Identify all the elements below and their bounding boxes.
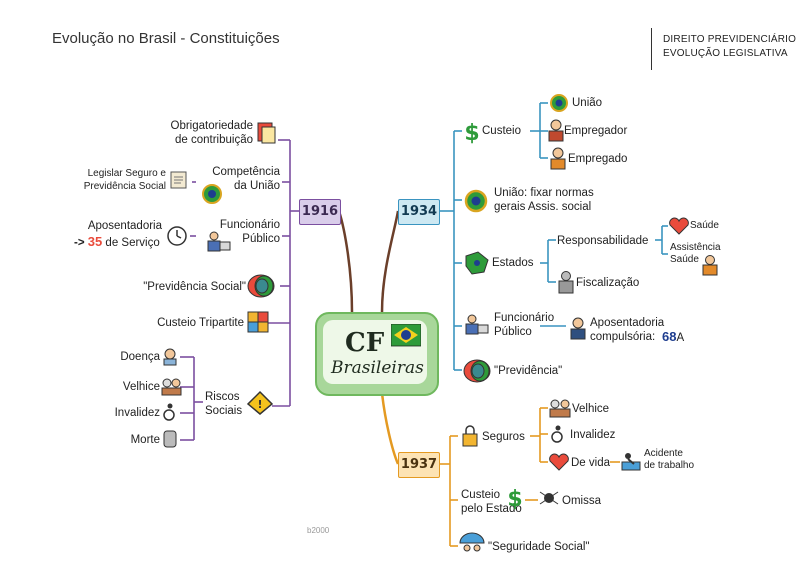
doctor-icon	[702, 255, 718, 276]
document-icon	[257, 122, 276, 144]
assistencia-saude-label: Assistência Saúde	[670, 242, 721, 265]
seguro-invalidez: Invalidez	[570, 429, 616, 441]
year-1934-node: 1934	[398, 199, 440, 225]
scroll-icon	[170, 171, 187, 189]
saude-label: Saúde	[690, 220, 719, 231]
custeio-empregador: Empregador	[564, 125, 628, 137]
uniao-fixar-normas: União: fixar normas gerais Assis. social	[494, 187, 594, 213]
dollar-icon: $	[507, 487, 522, 510]
brain-icon	[463, 359, 491, 383]
acidente-trabalho: Acidente de trabalho	[644, 448, 695, 471]
page-title: Evolução no Brasil - Constituições	[52, 30, 280, 47]
brain-icon	[247, 274, 275, 298]
risco-morte: Morte	[130, 434, 160, 446]
accident-icon	[621, 453, 641, 471]
puzzle-icon	[247, 311, 269, 333]
brasao-icon	[550, 94, 568, 112]
funcionario-publico-label: Funcionário Público	[219, 219, 280, 245]
brazil-map-icon	[465, 251, 489, 275]
umbrella-family-icon	[459, 532, 485, 552]
elderly-couple-icon	[161, 378, 182, 396]
aposentadoria-label-l2: de Serviço	[105, 237, 160, 249]
previdencia-social-label: "Previdência Social"	[143, 281, 246, 293]
custeio-tripartite-label: Custeio Tripartite	[157, 317, 244, 329]
seguro-velhice: Velhice	[572, 403, 610, 415]
aposentadoria-line2: -> 35 de Serviço	[74, 235, 160, 250]
seguros-label: Seguros	[482, 431, 525, 443]
responsabilidade-label: Responsabilidade	[557, 235, 649, 247]
brazil-flag-icon	[391, 324, 421, 347]
seguro-de-vida: De vida	[571, 457, 610, 469]
aposentadoria-label-l1: Aposentadoria	[87, 220, 162, 232]
warning-sign-icon: !	[246, 390, 274, 415]
risco-velhice: Velhice	[122, 381, 160, 393]
center-logo-brasileiras: Brasileiras	[331, 358, 424, 378]
worker-icon	[207, 231, 231, 252]
aposentadoria-68: 68	[662, 329, 677, 344]
aposentadoria-68-suffix: A	[676, 332, 685, 344]
competencia-label: Competência da União	[212, 166, 280, 192]
year-1916-node: 1916	[299, 199, 341, 225]
custeio-empregado: Empregado	[568, 153, 628, 165]
obrigatoriedade-label: Obrigatoriedade de contribuição	[170, 120, 253, 146]
lock-icon	[462, 425, 478, 447]
heart-icon	[549, 453, 569, 471]
custeio-pelo-estado: Custeio pelo Estado	[461, 489, 522, 515]
worker-icon	[550, 147, 566, 170]
clock-icon	[167, 226, 187, 246]
custeio-label: Custeio	[482, 125, 521, 137]
inspector-icon	[558, 271, 574, 294]
aposentadoria-35: 35	[87, 234, 103, 249]
fiscalizacao-label: Fiscalização	[576, 277, 640, 289]
legislar-label: Legislar Seguro e Previdência Social	[83, 168, 166, 192]
dollar-icon: $	[464, 121, 479, 144]
header-divider	[651, 28, 652, 70]
aposentadoria-compulsoria: Aposentadoria compulsória:	[590, 317, 665, 343]
brasao-icon	[464, 189, 488, 213]
center-logo-cf: CF	[345, 328, 385, 358]
subject-line1: DIREITO PREVIDENCIÁRIO	[663, 34, 797, 45]
sick-person-icon	[163, 348, 177, 366]
omissa-label: Omissa	[562, 495, 601, 507]
custeio-uniao: União	[572, 97, 603, 109]
aposentadoria-68-wrap: 68A	[662, 330, 684, 345]
svg-text:!: !	[257, 398, 262, 411]
risco-doenca: Doença	[120, 351, 160, 363]
heart-icon	[669, 217, 689, 235]
svg-text:$: $	[464, 121, 479, 144]
riscos-sociais-label: Riscos Sociais	[205, 391, 243, 417]
worker-icon	[465, 314, 489, 335]
watermark: b2000	[307, 526, 330, 535]
seguridade-social: "Seguridade Social"	[488, 541, 590, 553]
estados-label: Estados	[492, 257, 534, 269]
svg-text:$: $	[507, 487, 522, 510]
hands-icon	[163, 430, 177, 448]
year-1937-node: 1937	[398, 452, 440, 478]
brasao-icon	[202, 184, 222, 204]
spider-icon	[539, 491, 559, 505]
arrow-text: ->	[74, 237, 85, 249]
wheelchair-icon	[551, 425, 563, 443]
teacher-icon	[570, 317, 586, 340]
funcionario-publico-1934: Funcionário Público	[494, 312, 555, 338]
previdencia-1934: "Previdência"	[494, 365, 563, 377]
businessman-icon	[548, 119, 564, 142]
risco-invalidez: Invalidez	[114, 407, 160, 419]
subject-line2: EVOLUÇÃO LEGISLATIVA	[663, 48, 788, 59]
wheelchair-icon	[163, 403, 175, 421]
center-logo: CF Brasileiras	[315, 312, 439, 396]
elderly-couple-icon	[549, 399, 571, 418]
